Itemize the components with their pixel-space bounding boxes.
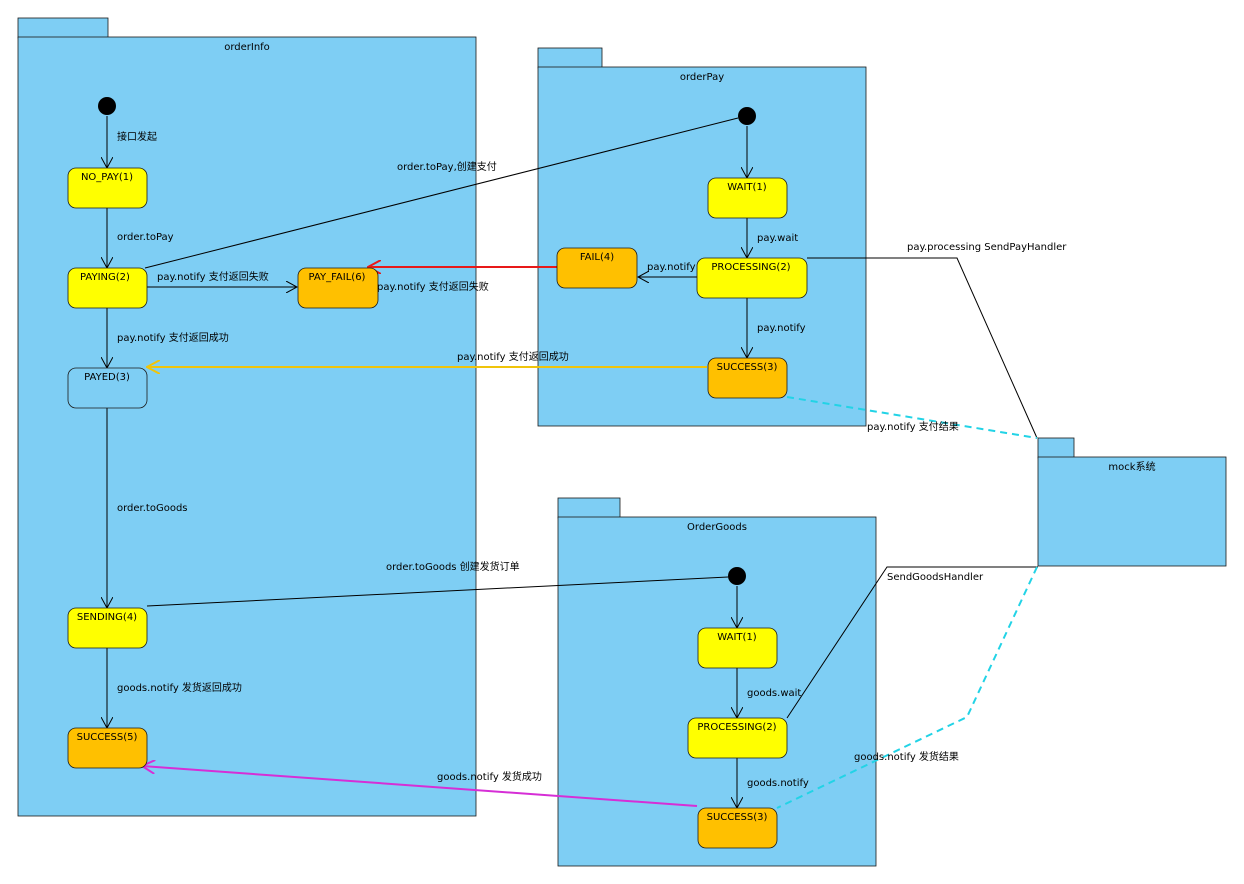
label-pay-notify-b: pay.notify	[757, 323, 806, 334]
state-pay-fail-4: FAIL(4)	[556, 247, 638, 289]
label-pay-notify-fail-2: pay.notify 支付返回失败	[377, 280, 489, 293]
initial-node-ordergoods	[728, 567, 746, 585]
label-goods-wait: goods.wait	[747, 688, 801, 699]
package-title-orderinfo: orderInfo	[224, 42, 270, 53]
label-pay-notify-result: pay.notify 支付结果	[867, 420, 959, 433]
package-title-mock: mock系统	[1108, 460, 1155, 473]
package-title-orderpay: orderPay	[680, 72, 724, 83]
dashed-mock-to-paysuccess	[786, 396, 1038, 439]
label-interface-start: 接口发起	[117, 130, 157, 143]
link-paying-orderpay	[144, 117, 739, 269]
state-label: SUCCESS(3)	[707, 812, 768, 823]
label-pay-notify-success-2: pay.notify 支付返回成功	[457, 350, 569, 363]
state-goods-processing: PROCESSING(2)	[687, 717, 788, 759]
label-pay-notify-fail-1: pay.notify 支付返回失败	[157, 270, 269, 283]
initial-node-orderpay	[738, 107, 756, 125]
state-label: PAYED(3)	[84, 372, 130, 383]
state-pay-fail: PAY_FAIL(6)	[297, 267, 379, 309]
state-label: PROCESSING(2)	[697, 722, 776, 733]
dashed-mock-to-goodssuccess	[776, 566, 1038, 809]
package-orderinfo: orderInfo	[17, 17, 477, 817]
state-label: NO_PAY(1)	[81, 172, 133, 183]
link-goodsprocessing-mock	[786, 566, 1038, 719]
state-goods-wait: WAIT(1)	[697, 627, 778, 669]
label-pay-processing-handler: pay.processing SendPayHandler	[907, 242, 1067, 253]
state-label: PROCESSING(2)	[711, 262, 790, 273]
state-payed: PAYED(3)	[67, 367, 148, 409]
state-pay-processing: PROCESSING(2)	[696, 257, 808, 299]
state-label: WAIT(1)	[727, 182, 767, 193]
link-processing-mock	[807, 257, 1038, 439]
label-goods-notify-success-1: goods.notify 发货返回成功	[117, 681, 242, 694]
label-goods-notify: goods.notify	[747, 778, 809, 789]
initial-node-orderinfo	[98, 97, 116, 115]
state-label: SENDING(4)	[77, 612, 137, 623]
state-label: WAIT(1)	[717, 632, 757, 643]
state-label: FAIL(4)	[580, 252, 614, 263]
label-goods-notify-result: goods.notify 发货结果	[854, 750, 959, 763]
label-pay-notify-success-1: pay.notify 支付返回成功	[117, 331, 229, 344]
state-label: SUCCESS(3)	[717, 362, 778, 373]
link-sending-ordergoods	[146, 576, 729, 607]
state-sending: SENDING(4)	[67, 607, 148, 649]
label-order-togoods-create: order.toGoods 创建发货订单	[386, 560, 520, 573]
state-no-pay: NO_PAY(1)	[67, 167, 148, 209]
package-orderpay: orderPay	[537, 47, 867, 427]
state-paying: PAYING(2)	[67, 267, 148, 309]
label-order-topay-create: order.toPay,创建支付	[397, 160, 497, 173]
state-goods-success-3: SUCCESS(3)	[697, 807, 778, 849]
label-send-goods-handler: SendGoodsHandler	[887, 572, 984, 583]
package-title-ordergoods: OrderGoods	[687, 522, 747, 533]
state-label: SUCCESS(5)	[77, 732, 138, 743]
state-label: PAYING(2)	[80, 272, 130, 283]
label-goods-notify-success-2: goods.notify 发货成功	[437, 770, 542, 783]
package-mock: mock系统	[1037, 437, 1227, 567]
state-pay-success-3: SUCCESS(3)	[707, 357, 788, 399]
state-success-5: SUCCESS(5)	[67, 727, 148, 769]
label-pay-notify-a: pay.notify	[647, 262, 696, 273]
state-label: PAY_FAIL(6)	[309, 272, 366, 283]
state-pay-wait: WAIT(1)	[707, 177, 788, 219]
label-order-topay: order.toPay	[117, 232, 174, 243]
label-order-togoods: order.toGoods	[117, 503, 188, 514]
arrow-goodssuccess-to-success5	[142, 766, 698, 807]
label-pay-wait: pay.wait	[757, 233, 798, 244]
